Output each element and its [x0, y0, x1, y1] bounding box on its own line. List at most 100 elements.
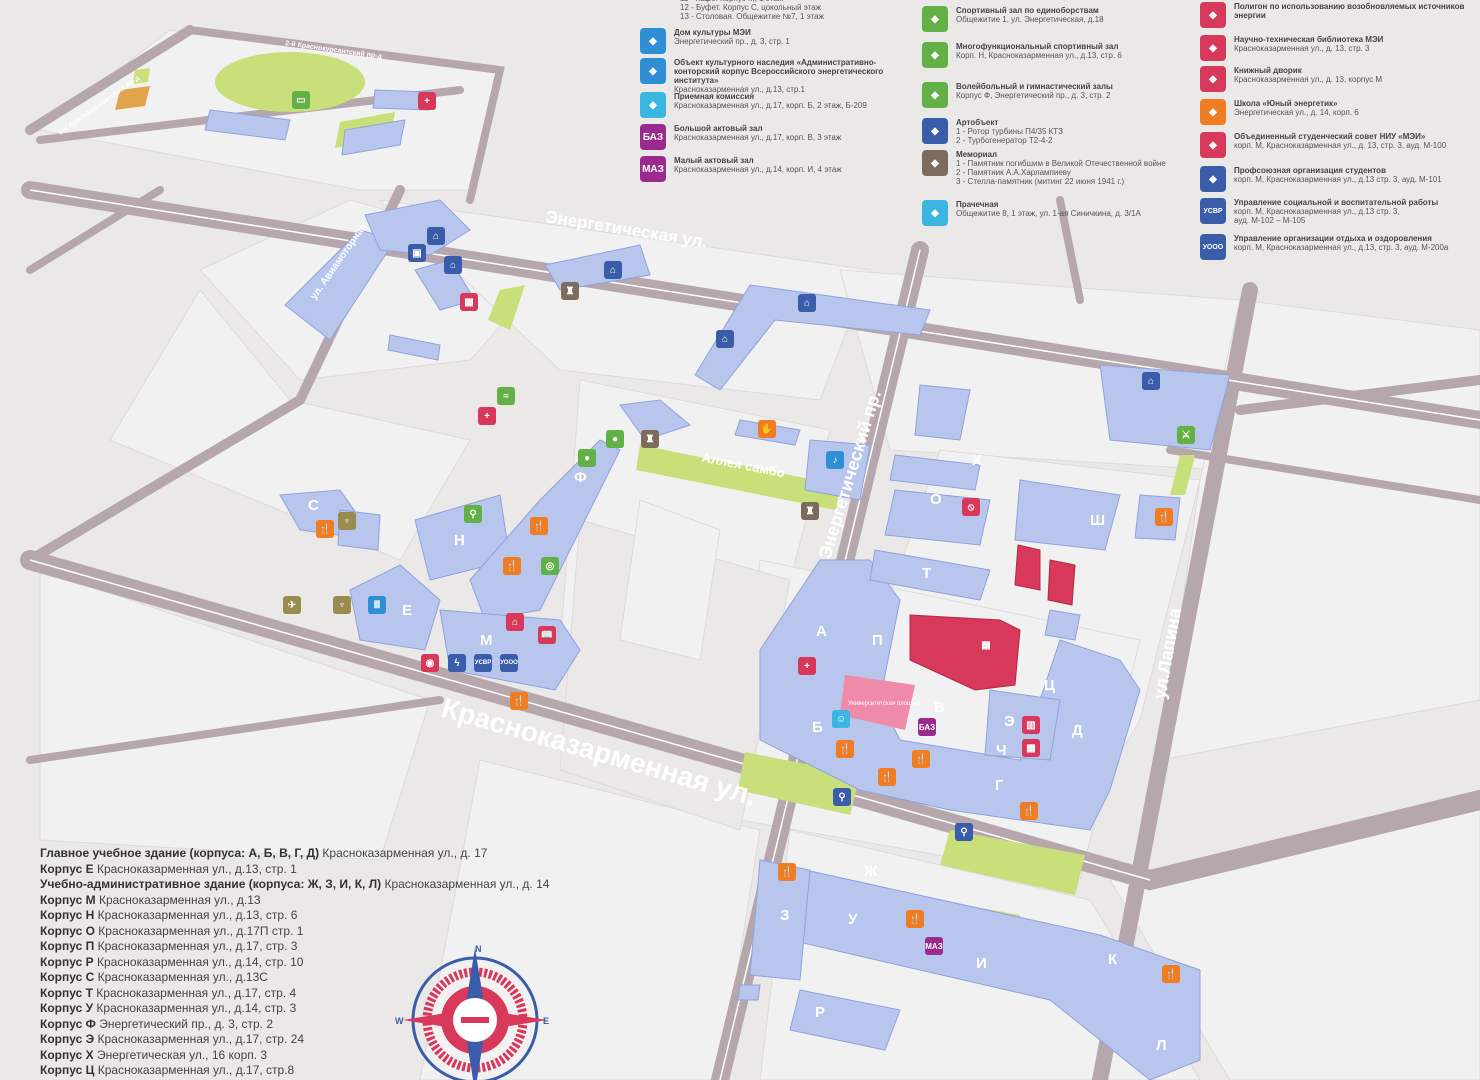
legend-text: Объединенный студенческий совет НИУ «МЭИ…	[1234, 132, 1446, 150]
bld-d: Д	[1072, 722, 1083, 739]
dorm-icon[interactable]: ⌂	[1142, 372, 1160, 390]
maz-icon[interactable]: МАЗ	[925, 937, 943, 955]
address-value: Красноказарменная ул., д.13С	[94, 970, 268, 984]
art-object-icon[interactable]: ⚲	[955, 823, 973, 841]
dorm-icon[interactable]: ⌂	[798, 294, 816, 312]
address-value: Энергетический пр., д. 3, стр. 2	[95, 1016, 273, 1031]
address-name: Корпус М	[40, 892, 96, 907]
food-icon[interactable]: 🍴	[836, 740, 854, 758]
buildings: Университетская площадь	[204, 89, 1231, 1080]
medical-icon[interactable]: +	[478, 407, 496, 425]
legend-line: Энергетический пр., д. 3, стр. 1	[674, 37, 790, 46]
baz-icon[interactable]: БАЗ	[918, 718, 936, 736]
union-icon: ◆	[1200, 166, 1226, 192]
address-row: Корпус Н Красноказарменная ул., д.13, ст…	[40, 908, 549, 924]
lifebuoy-icon[interactable]: ◉	[421, 654, 439, 672]
food-icon[interactable]: 🍴	[778, 863, 796, 881]
legend-text: 11 - Кафе. Корпус М, 1 этаж12 - Буфет. К…	[680, 0, 824, 21]
food-icon[interactable]: 🍴	[316, 520, 334, 538]
bird-icon[interactable]: ✈	[283, 596, 301, 614]
medical-icon[interactable]: +	[798, 657, 816, 675]
food-icon[interactable]: 🍴	[510, 692, 528, 710]
address-name: Корпус Н	[40, 908, 95, 922]
legend-title: Спортивный зал по единоборствам	[956, 6, 1099, 15]
food-icon[interactable]: 🍴	[912, 750, 930, 768]
stadium-icon[interactable]: ▭	[292, 91, 310, 109]
vote-icon[interactable]: ▣	[408, 244, 426, 262]
legend-title: Волейбольный и гимнастический залы	[956, 82, 1113, 91]
bld-s: С	[308, 497, 319, 514]
food-icon[interactable]: 🍴	[1162, 965, 1180, 983]
polygon-icon[interactable]: ▦	[1022, 739, 1040, 757]
school-icon[interactable]: ✋	[758, 420, 776, 438]
reception-icon[interactable]: ☺	[832, 710, 850, 728]
no-icon[interactable]: ⦸	[962, 498, 980, 516]
art-object-icon[interactable]: ⚲	[833, 788, 851, 806]
polygon-icon[interactable]: ▦	[977, 636, 995, 654]
legend-title: Мемориал	[956, 150, 998, 159]
monument-icon[interactable]: ♜	[801, 502, 819, 520]
union-icon[interactable]: ϟ	[448, 654, 466, 672]
book-icon[interactable]: 📖	[538, 626, 556, 644]
food-icon[interactable]: 🍴	[1155, 508, 1173, 526]
food-icon[interactable]: 🍴	[530, 517, 548, 535]
monument-icon: ◆	[922, 150, 948, 176]
monument-icon[interactable]: ♜	[561, 282, 579, 300]
bld-ch: Ч	[996, 742, 1007, 759]
column-icon[interactable]: Ⅲ	[368, 596, 386, 614]
address-name: Корпус С	[40, 970, 95, 984]
uooo-icon[interactable]: УООО	[500, 654, 518, 672]
column-icon[interactable]: ♆	[333, 596, 351, 614]
volleyball-icon[interactable]: ●	[606, 430, 624, 448]
column-icon[interactable]: ♆	[338, 512, 356, 530]
monument-icon[interactable]: ♜	[641, 430, 659, 448]
dorm-icon[interactable]: ⌂	[604, 261, 622, 279]
wrestling-icon[interactable]: ⚔	[1177, 426, 1195, 444]
food-icon[interactable]: 🍴	[1020, 802, 1038, 820]
bookshop-icon[interactable]: ⌂	[506, 613, 524, 631]
legend-line: 1 - Ротор турбины П4/35 КТЗ	[956, 127, 1063, 136]
dorm-icon[interactable]: ⌂	[444, 256, 462, 274]
food-icon[interactable]: 🍴	[906, 910, 924, 928]
dorm-icon[interactable]: ⌂	[427, 227, 445, 245]
legend-line: 2 - Памятник А.А.Харлампиеву	[956, 168, 1071, 177]
bld-v: В	[934, 699, 945, 716]
address-row: Корпус Р Красноказарменная ул., д.14, ст…	[40, 955, 549, 971]
bld-sh: Ш	[1090, 512, 1105, 529]
address-value: Энергетическая ул., 16 корп. 3	[93, 1047, 268, 1062]
map-pin-icon: ◆	[922, 118, 948, 144]
polygon-icon[interactable]: ▦	[460, 293, 478, 311]
address-value: Красноказарменная ул., д.13, стр. 1	[93, 861, 297, 876]
usvr-icon[interactable]: УСВР	[474, 654, 492, 672]
legend-title: Полигон по использованию возобновляемых …	[1234, 2, 1465, 20]
volleyball-icon[interactable]: ●	[578, 449, 596, 467]
theater-icon: ◆	[640, 28, 666, 54]
bld-p: П	[872, 632, 883, 649]
polygon-icon[interactable]: ▥	[1022, 716, 1040, 734]
legend-title: Артобъект	[956, 118, 999, 127]
legend-text: Школа «Юный энергетик»Энергетическая ул.…	[1234, 99, 1359, 117]
bld-z: З	[780, 907, 789, 924]
legend-line: корп. М, Красноказарменная ул., д.13, ст…	[1234, 243, 1449, 252]
bld-l: Л	[1156, 1037, 1167, 1054]
food-icon[interactable]: 🍴	[878, 768, 896, 786]
legend-item: ◆Полигон по использованию возобновляемых…	[1200, 2, 1465, 28]
runner-icon[interactable]: ⚲	[464, 505, 482, 523]
bld-e: Е	[402, 602, 412, 619]
legend-line: Красноказарменная ул., д.17, корп. В, 3 …	[674, 133, 842, 142]
legend-line: Корп. Н, Красноказарменная ул., д.13, ст…	[956, 51, 1122, 60]
medical-icon[interactable]: +	[418, 92, 436, 110]
dorm-icon[interactable]: ⌂	[716, 330, 734, 348]
food-icon[interactable]: 🍴	[503, 557, 521, 575]
target-icon[interactable]: ◎	[541, 557, 559, 575]
theater-icon[interactable]: ♪	[826, 451, 844, 469]
address-name: Учебно-административное здание (корпуса:…	[40, 877, 382, 891]
swimming-icon[interactable]: ≈	[497, 387, 515, 405]
